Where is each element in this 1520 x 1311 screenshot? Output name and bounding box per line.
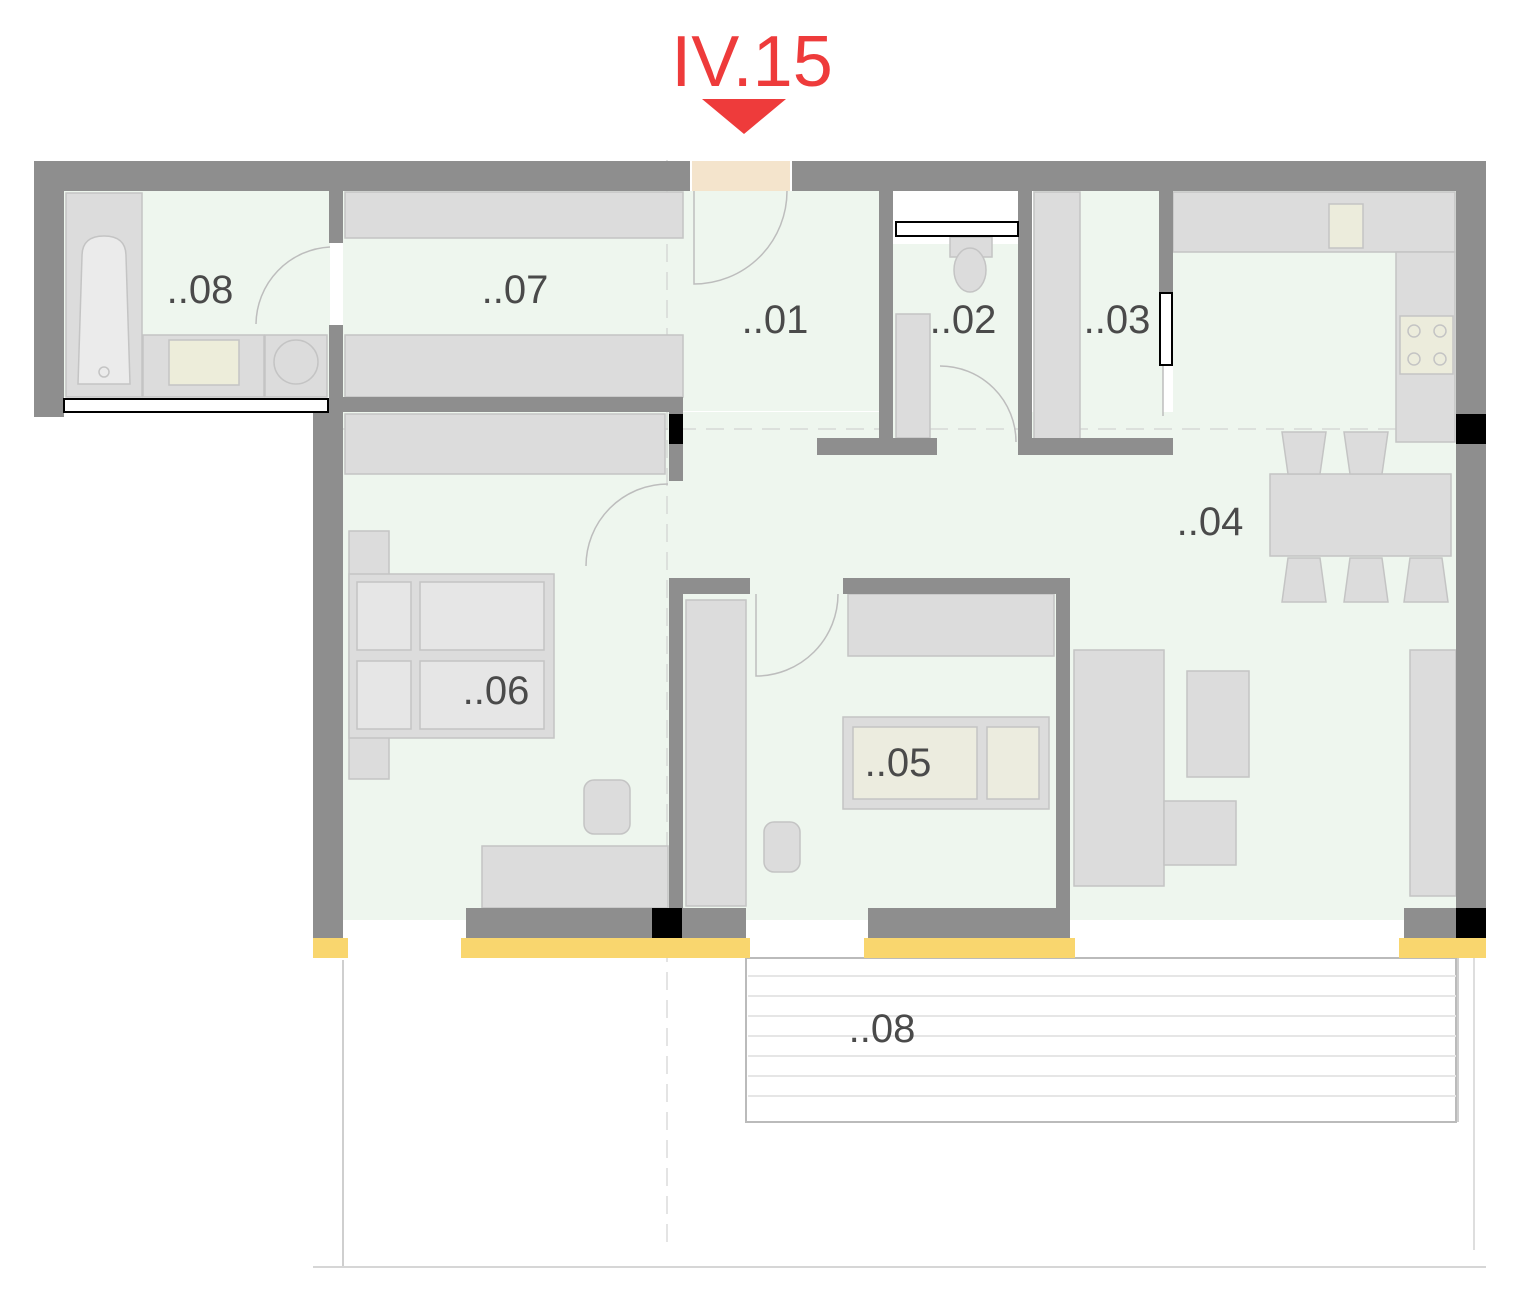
- room-label-storage: ..03: [1084, 298, 1151, 342]
- room-label-terrace: ..08: [849, 1007, 916, 1051]
- washbasin-icon: [168, 339, 240, 386]
- pillow: [986, 726, 1040, 800]
- structural-elements: [652, 414, 1486, 938]
- duvet: [419, 581, 545, 651]
- chair-icon: [1343, 557, 1389, 603]
- office-chair-icon: [763, 821, 801, 873]
- chair-icon: [1403, 557, 1449, 603]
- wardrobe-icon: [344, 191, 684, 239]
- outer-wall-right: [1456, 161, 1486, 937]
- office-chair-icon: [583, 779, 631, 835]
- tv-cabinet-icon: [1409, 649, 1457, 897]
- entry-door-swing: [693, 190, 788, 285]
- terrace: [313, 957, 1486, 1268]
- outer-wall-bottom: [868, 908, 1070, 938]
- wc-cabinet: [895, 313, 931, 439]
- kitchen-sink-icon: [1328, 203, 1364, 249]
- mattress: [852, 726, 978, 800]
- terrace-decking: [748, 975, 1456, 1097]
- entrance-door-mat: [692, 161, 790, 191]
- partition: [1159, 191, 1173, 295]
- room-labels: ..08 ..07 ..01 ..02 ..03 ..04 ..05 ..06 …: [167, 268, 1244, 1051]
- kitchen-counter: [1172, 191, 1456, 253]
- storage-shelf: [1033, 191, 1081, 440]
- partition: [329, 397, 683, 412]
- room-label-living-kitchen: ..04: [1177, 500, 1244, 544]
- burner: [1433, 324, 1447, 338]
- burner: [1407, 352, 1421, 366]
- unit-title: IV.15: [671, 22, 833, 102]
- sofa-chaise: [1163, 800, 1237, 866]
- room-label-hall: ..07: [482, 268, 549, 312]
- wardrobe-icon: [344, 413, 666, 475]
- partition: [329, 325, 343, 412]
- room-label-bedroom: ..06: [463, 669, 530, 713]
- partition: [1018, 191, 1032, 441]
- chair-icon: [1281, 431, 1327, 475]
- window-sill: [864, 938, 1075, 958]
- wardrobe-icon: [847, 593, 1055, 657]
- wc-vent: [895, 221, 1019, 237]
- room-label-wc: ..02: [930, 298, 997, 342]
- partition: [329, 191, 343, 243]
- sofa-icon: [1073, 649, 1165, 887]
- walls: [34, 161, 1486, 938]
- window-sill: [461, 938, 750, 958]
- room-label-bathroom: ..08: [167, 268, 234, 312]
- pillow: [356, 660, 412, 730]
- triangle-down-icon: [702, 99, 786, 134]
- toilet-icon: [953, 247, 987, 293]
- bathroom-window: [63, 398, 329, 413]
- window-sill: [1399, 938, 1486, 958]
- partition: [669, 578, 750, 594]
- partition: [1018, 438, 1173, 455]
- pillow: [356, 581, 412, 651]
- washing-machine-drum: [273, 339, 319, 385]
- duvet: [419, 660, 545, 730]
- dining-table-icon: [1269, 473, 1452, 557]
- partition: [669, 578, 683, 908]
- window-sills: [313, 938, 1486, 958]
- cooktop-icon: [1399, 315, 1454, 375]
- bathtub-basin: [77, 235, 131, 385]
- chair-icon: [1343, 431, 1389, 475]
- burner: [1433, 352, 1447, 366]
- bathroom-door-swing: [255, 246, 331, 325]
- outer-wall-left: [313, 412, 343, 938]
- chair-icon: [1281, 557, 1327, 603]
- room-label-bedroom-small: ..05: [865, 741, 932, 785]
- room-label-entry: ..01: [742, 298, 809, 342]
- partition: [879, 191, 893, 441]
- partition: [1056, 578, 1070, 938]
- column: [1456, 908, 1486, 938]
- partition: [817, 438, 937, 455]
- column: [669, 414, 683, 444]
- coffee-table: [1186, 670, 1250, 778]
- furniture: [65, 191, 1457, 909]
- desk-icon: [481, 845, 669, 909]
- wardrobe-icon: [344, 334, 684, 398]
- drain-icon: [98, 366, 110, 378]
- wardrobe-icon: [685, 599, 747, 907]
- column: [652, 908, 682, 938]
- bedroom-door-swing: [585, 483, 669, 567]
- outer-wall-top: [34, 161, 690, 191]
- outer-wall-bottom: [466, 908, 746, 938]
- partition: [843, 578, 1070, 594]
- wc-door-swing: [939, 365, 1017, 443]
- outer-wall-left: [34, 161, 64, 417]
- window-sill: [313, 938, 348, 958]
- washing-machine-icon: [264, 334, 328, 398]
- terrace-outline: [745, 957, 1457, 1123]
- column: [1456, 414, 1486, 444]
- room-door-swing: [755, 593, 839, 677]
- sliding-door-frame: [1159, 292, 1173, 366]
- outer-wall-top: [792, 161, 1486, 191]
- burner: [1407, 324, 1421, 338]
